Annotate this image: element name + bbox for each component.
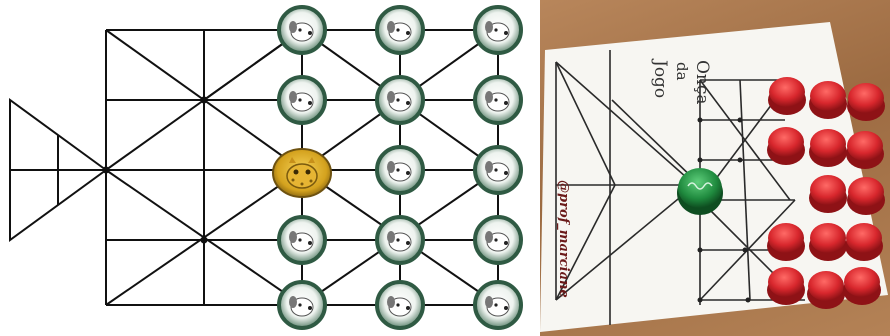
- red-cap[interactable]: [809, 81, 847, 119]
- dog-piece[interactable]: [475, 217, 521, 263]
- red-cap[interactable]: [809, 223, 847, 261]
- dog-piece[interactable]: [475, 147, 521, 193]
- red-cap[interactable]: [767, 267, 805, 305]
- dog-piece[interactable]: [377, 77, 423, 123]
- dog-piece[interactable]: [377, 147, 423, 193]
- red-cap[interactable]: [847, 177, 885, 215]
- red-cap[interactable]: [767, 127, 805, 165]
- dog-piece[interactable]: [475, 7, 521, 53]
- jaguar-den: [10, 100, 106, 240]
- svg-text:da: da: [673, 62, 691, 81]
- red-cap[interactable]: [809, 129, 847, 167]
- dog-piece[interactable]: [279, 217, 325, 263]
- green-jaguar-cap[interactable]: [677, 168, 723, 215]
- red-cap[interactable]: [809, 175, 847, 213]
- red-cap[interactable]: [767, 223, 805, 261]
- red-cap[interactable]: [845, 223, 883, 261]
- svg-text:Onça: Onça: [692, 60, 712, 105]
- dog-piece[interactable]: [377, 7, 423, 53]
- dog-piece[interactable]: [475, 77, 521, 123]
- dog-piece[interactable]: [377, 217, 423, 263]
- dog-piece[interactable]: [279, 7, 325, 53]
- dog-piece[interactable]: [279, 282, 325, 328]
- dog-piece[interactable]: [377, 282, 423, 328]
- red-cap[interactable]: [807, 271, 845, 309]
- red-cap[interactable]: [846, 131, 884, 169]
- red-cap[interactable]: [843, 267, 881, 305]
- red-cap[interactable]: [768, 77, 806, 115]
- dog-piece[interactable]: [279, 77, 325, 123]
- jaguar-piece[interactable]: [273, 149, 331, 197]
- svg-text:@prof_marciane: @prof_marciane: [556, 180, 571, 298]
- photo-handle: @prof_marciane: [556, 180, 571, 298]
- red-cap[interactable]: [847, 83, 885, 121]
- board-photo: Jogo da Onça @prof_marciane: [540, 22, 888, 332]
- svg-text:Jogo: Jogo: [650, 58, 670, 98]
- dog-piece[interactable]: [475, 282, 521, 328]
